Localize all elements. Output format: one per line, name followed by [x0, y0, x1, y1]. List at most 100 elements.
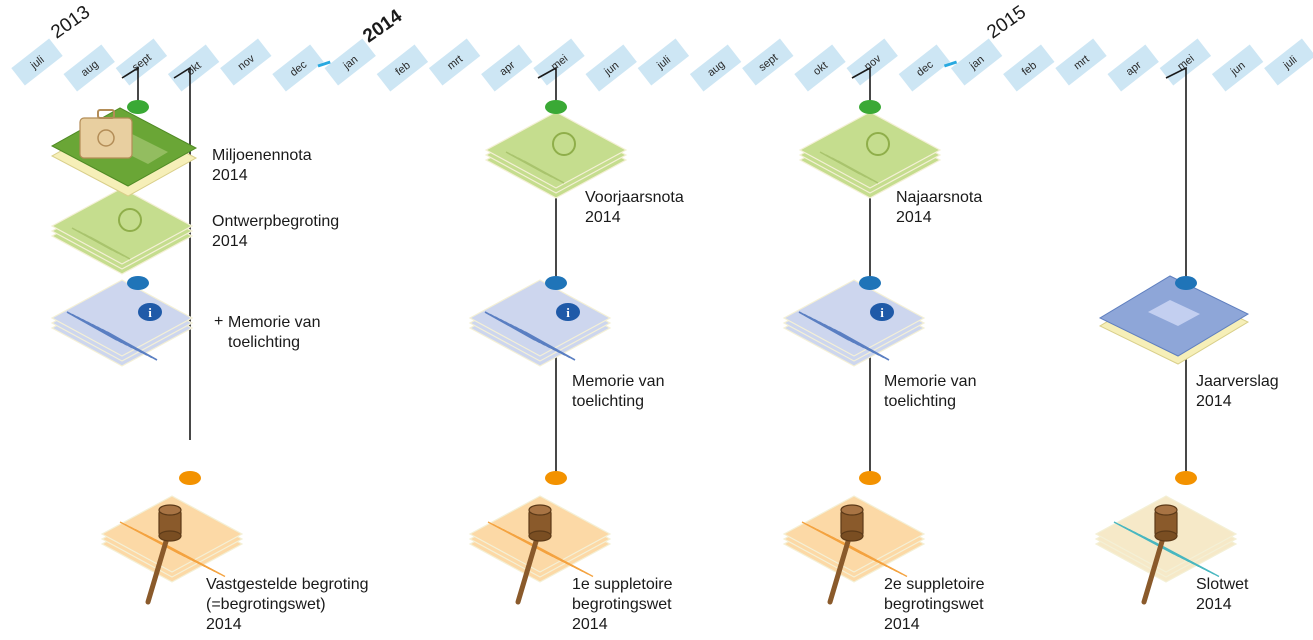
- label-line: Miljoenennota: [212, 147, 312, 164]
- month-tab-bg: [324, 38, 376, 86]
- label-2e-suppletoire-begrotingswet: 2e suppletoire begrotingswet 2014: [884, 575, 985, 635]
- label-line: 2e suppletoire: [884, 576, 985, 593]
- month-tab-bg: [689, 44, 742, 92]
- month-tab: jun: [585, 44, 637, 92]
- month-tab: aug: [689, 44, 742, 92]
- gavel-icon: [827, 504, 864, 605]
- month-tab-bg: [272, 44, 324, 92]
- year-divider: [317, 60, 331, 68]
- briefcase-handle: [97, 109, 115, 119]
- label-line: toelichting: [228, 334, 301, 351]
- text-line: [106, 331, 158, 361]
- month-tab-bg: [63, 44, 115, 92]
- label-line: 2014: [206, 616, 242, 633]
- month-tab-bg: [637, 38, 690, 86]
- text-line: [837, 160, 879, 184]
- label-line: 2014: [1196, 596, 1232, 613]
- label-line: 2014: [884, 616, 920, 633]
- month-tab: mei: [533, 38, 585, 86]
- text-line: [524, 331, 576, 361]
- label-line: Najaarsnota: [896, 189, 983, 206]
- book-icon: [1098, 275, 1250, 365]
- paper-sheet: [468, 279, 612, 357]
- month-tab: okt: [794, 44, 846, 92]
- label-1e-suppletoire-begrotingswet: 1e suppletoire begrotingswet 2014: [572, 575, 673, 635]
- book-label: [1148, 300, 1200, 326]
- month-tab-bg: [1055, 38, 1107, 86]
- memorie-doc-2: i: [468, 279, 612, 367]
- month-tab-bg: [1211, 44, 1264, 92]
- coat-of-arms-icon: [552, 132, 576, 156]
- month-tab-bg: [376, 44, 429, 92]
- milestone-dot: [859, 471, 881, 485]
- text-line: [164, 543, 226, 578]
- label-voorjaarsnota: Voorjaarsnota 2014: [585, 188, 684, 228]
- connector-okt-2013: [173, 66, 191, 440]
- label-vastgestelde-begroting: Vastgestelde begroting (=begrotingswet) …: [206, 575, 368, 635]
- najaarsnota-doc: [798, 111, 942, 199]
- info-glyph: i: [880, 305, 884, 320]
- paper-sheet: [50, 279, 194, 357]
- month-tab: sept: [115, 38, 168, 86]
- month-tab: dec: [272, 44, 324, 92]
- begrotingswet-doc: [100, 495, 244, 583]
- gavel-top: [528, 504, 552, 516]
- text-line: [532, 543, 594, 578]
- info-icon: [556, 303, 580, 321]
- label-line: Slotwet: [1196, 576, 1249, 593]
- label-line: 2014: [212, 167, 248, 184]
- month-tab: jun: [1211, 44, 1264, 92]
- milestone-dot: [127, 100, 149, 114]
- label-miljoenennota: Miljoenennota 2014: [212, 146, 312, 186]
- label-line: Vastgestelde begroting: [206, 576, 369, 593]
- info-icon: [138, 303, 162, 321]
- month-tab: dec: [898, 44, 951, 92]
- coat-of-arms-icon: [866, 132, 890, 156]
- month-tab: feb: [1003, 44, 1055, 92]
- label-jaarverslag: Jaarverslag 2014: [1196, 372, 1279, 412]
- milestone-dots: [127, 100, 1197, 485]
- text-line: [523, 160, 565, 184]
- month-tab-bg: [794, 44, 846, 92]
- miljoenennota-doc: [50, 107, 198, 197]
- month-tab-bg: [898, 44, 951, 92]
- label-line: (=begrotingswet): [206, 596, 326, 613]
- month-tab: mei: [1159, 38, 1212, 86]
- ontwerpbegroting-doc: [50, 187, 194, 275]
- label-line: Memorie van: [228, 314, 321, 331]
- label-line: 2014: [1196, 393, 1232, 410]
- milestone-dot: [179, 471, 201, 485]
- month-tab-bg: [167, 44, 220, 92]
- month-tab-bg: [481, 44, 533, 92]
- month-tab: juli: [637, 38, 690, 86]
- gavel-bottom: [528, 530, 552, 542]
- label-line: toelichting: [572, 393, 645, 410]
- info-glyph: i: [566, 305, 570, 320]
- text-line: [838, 331, 890, 361]
- gavel-top: [840, 504, 864, 516]
- label-ontwerpbegroting: Ontwerpbegroting 2014: [212, 212, 339, 252]
- milestone-dot: [1175, 276, 1197, 290]
- month-tab-bg: [950, 38, 1003, 86]
- year-divider: [943, 60, 958, 68]
- month-tab: apr: [1107, 44, 1159, 92]
- month-tab-bg: [220, 38, 272, 86]
- gavel-bottom: [840, 530, 864, 542]
- month-tab: apr: [481, 44, 533, 92]
- info-icon: [870, 303, 894, 321]
- coat-of-arms-icon: [118, 208, 142, 232]
- gavel-bottom: [158, 530, 182, 542]
- month-tab: nov: [846, 38, 898, 86]
- connector-lines: [121, 66, 1187, 478]
- label-memorie-van-toelichting-2: Memorie van toelichting: [572, 372, 664, 412]
- milestone-dot: [545, 471, 567, 485]
- briefcase-icon: [79, 117, 133, 159]
- paper-sheet: [50, 187, 194, 265]
- month-tab-bg: [742, 38, 794, 86]
- voorjaarsnota-doc: [484, 111, 628, 199]
- milestone-dot: [859, 100, 881, 114]
- milestone-dot: [859, 276, 881, 290]
